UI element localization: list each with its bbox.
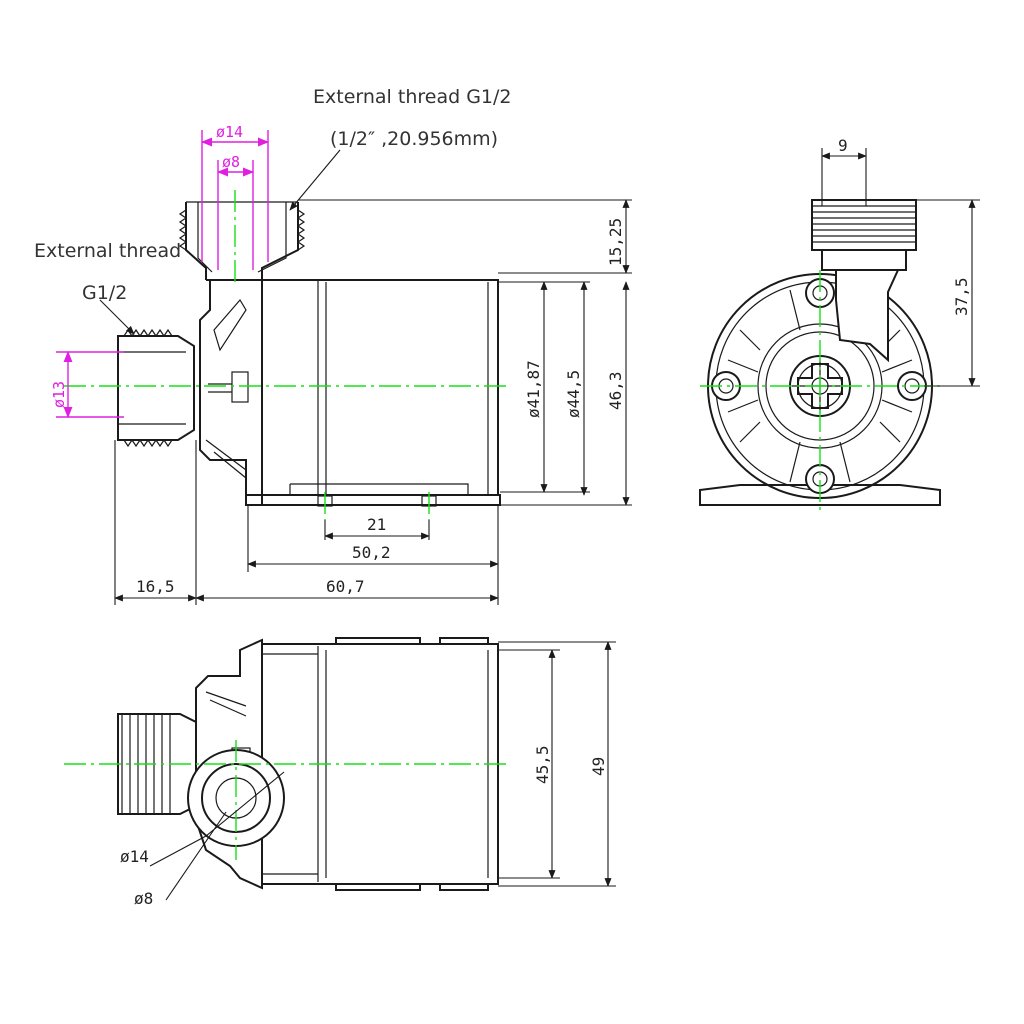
slot-centerline <box>324 492 430 520</box>
bottom-id-label: ø8 <box>134 889 153 908</box>
top-thread-size-callout: (1/2″ ,20.956mm) <box>330 128 498 150</box>
body-60-7-label: 60,7 <box>326 577 365 596</box>
inlet-pipe <box>117 328 195 448</box>
side-thread-callout-line1: External thread <box>34 240 181 262</box>
dia-41-87-label: ø41,87 <box>524 360 543 418</box>
bottom-view-dims: 45,5 49 ø14 ø8 <box>120 641 616 908</box>
end-outlet-37-5-label: 37,5 <box>952 277 971 316</box>
pump-head <box>199 279 263 506</box>
side-thread-callout-line2: G1/2 <box>82 282 127 304</box>
inlet-od-label: ø13 <box>50 381 68 408</box>
thread-height-label: 15,25 <box>606 218 625 266</box>
height-46-3-label: 46,3 <box>606 371 625 410</box>
base-50-2-label: 50,2 <box>352 543 391 562</box>
inlet-diameter-dim: ø13 <box>50 350 124 419</box>
bottom-od-label: ø14 <box>120 847 149 866</box>
end-outlet-stem <box>835 269 900 363</box>
end-outlet-9-label: 9 <box>838 136 848 155</box>
inlet-16-5-label: 16,5 <box>136 577 175 596</box>
dia-44-5-label: ø44,5 <box>564 370 583 418</box>
slot-21-label: 21 <box>367 515 386 534</box>
bottom-49-label: 49 <box>589 757 608 776</box>
side-horizontal-dims: 21 50,2 16,5 60,7 <box>114 440 499 605</box>
outlet-pipe <box>178 201 306 280</box>
base-plate <box>699 484 941 506</box>
top-thread-callout: External thread G1/2 <box>313 86 512 108</box>
bottom-45-5-label: 45,5 <box>533 745 552 784</box>
thread-callouts: External thread G1/2 (1/2″ ,20.956mm) Ex… <box>34 86 512 335</box>
outlet-id-label: ø8 <box>222 153 240 171</box>
end-outlet-thread <box>811 199 917 271</box>
end-view-dims: 9 37,5 <box>821 136 980 387</box>
motor-body <box>245 279 501 507</box>
bottom-pump-head <box>195 638 263 890</box>
outlet-diameter-dims: ø14 ø8 <box>200 123 270 270</box>
side-vertical-dims: 15,25 ø41,87 ø44,5 46,3 <box>298 199 632 506</box>
bottom-view: 45,5 49 ø14 ø8 <box>64 637 616 908</box>
end-view: 9 37,5 <box>699 136 980 510</box>
outlet-od-label: ø14 <box>216 123 243 141</box>
side-view: ø14 ø8 ø13 15,25 ø41,87 ø44,5 46,3 <box>34 86 632 605</box>
